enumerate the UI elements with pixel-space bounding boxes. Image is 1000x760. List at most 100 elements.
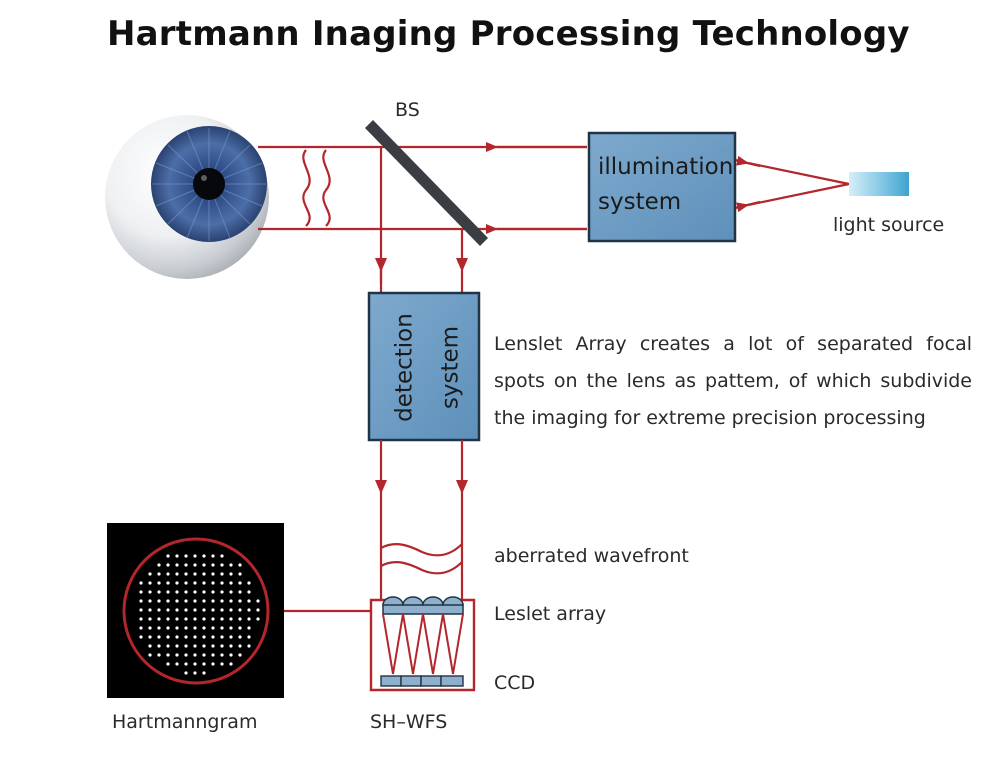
hartmanngram-dot <box>148 581 152 585</box>
hartmanngram-dot <box>175 572 179 576</box>
hartmanngram-label: Hartmanngram <box>112 711 258 733</box>
hartmanngram-dot <box>202 662 206 666</box>
hartmanngram-pattern-icon <box>107 523 284 698</box>
hartmanngram-dot <box>247 626 251 630</box>
hartmanngram-dot <box>157 626 161 630</box>
beam-splitter-icon <box>365 120 488 246</box>
hartmanngram-dot <box>202 581 206 585</box>
hartmanngram-dot <box>184 653 188 657</box>
hartmanngram-dot <box>157 599 161 603</box>
hartmanngram-dot <box>175 554 179 558</box>
hartmanngram-dot <box>139 590 143 594</box>
hartmanngram-dot <box>211 590 215 594</box>
hartmanngram-dot <box>148 635 152 639</box>
hartmanngram-dot <box>202 653 206 657</box>
detection-label-line1: detection <box>391 313 418 422</box>
hartmanngram-dot <box>184 662 188 666</box>
hartmanngram-dot <box>193 608 197 612</box>
hartmanngram-dot <box>220 608 224 612</box>
hartmanngram-dot <box>175 608 179 612</box>
hartmanngram-dot <box>220 590 224 594</box>
hartmanngram-dot <box>220 626 224 630</box>
hartmanngram-dot <box>148 617 152 621</box>
hartmanngram-dot <box>229 608 233 612</box>
hartmanngram-dot <box>238 644 242 648</box>
hartmanngram-dot <box>193 635 197 639</box>
hartmanngram-dot <box>202 590 206 594</box>
hartmanngram-dot <box>229 635 233 639</box>
hartmanngram-dot <box>211 563 215 567</box>
hartmanngram-dot <box>256 617 260 621</box>
illumination-system-box <box>587 131 737 243</box>
hartmanngram-dot <box>193 626 197 630</box>
hartmanngram-dot <box>184 671 188 675</box>
hartmanngram-dot <box>211 644 215 648</box>
hartmanngram-dot <box>211 626 215 630</box>
hartmanngram-dot <box>148 608 152 612</box>
hartmanngram-dot <box>184 581 188 585</box>
description-line1: Lenslet Array creates a lot of separated… <box>494 333 972 355</box>
hartmanngram-dot <box>238 653 242 657</box>
hartmanngram-dot <box>139 635 143 639</box>
hartmanngram-dot <box>148 653 152 657</box>
hartmanngram-dot <box>166 572 170 576</box>
hartmanngram-dot <box>247 617 251 621</box>
hartmanngram-dot <box>157 653 161 657</box>
hartmanngram-dot <box>229 626 233 630</box>
hartmanngram-dot <box>202 608 206 612</box>
down-arrows-lower <box>375 480 468 494</box>
hartmanngram-dot <box>202 635 206 639</box>
hartmanngram-dot <box>166 581 170 585</box>
aberrated-wavefront-label: aberrated wavefront <box>494 545 689 567</box>
hartmanngram-dot <box>211 572 215 576</box>
hartmanngram-dot <box>157 608 161 612</box>
hartmanngram-dot <box>175 635 179 639</box>
hartmanngram-dot <box>175 653 179 657</box>
hartmanngram-dot <box>229 572 233 576</box>
hartmanngram-dot <box>211 662 215 666</box>
hartmanngram-dot <box>193 644 197 648</box>
hartmanngram-dot <box>238 590 242 594</box>
lenslet-array-label: Leslet array <box>494 603 607 625</box>
hartmanngram-dot <box>202 644 206 648</box>
sh-wfs-label: SH–WFS <box>370 711 448 733</box>
hartmanngram-dot <box>166 617 170 621</box>
hartmanngram-dot <box>229 599 233 603</box>
hartmanngram-dot <box>238 617 242 621</box>
hartmanngram-dot <box>184 563 188 567</box>
hartmanngram-dot <box>211 554 215 558</box>
hartmanngram-dot <box>148 590 152 594</box>
hartmanngram-dot <box>211 599 215 603</box>
hartmanngram-dot <box>220 581 224 585</box>
hartmanngram-dot <box>220 563 224 567</box>
down-arrows-upper <box>375 258 468 292</box>
hartmanngram-dot <box>238 581 242 585</box>
hartmanngram-dot <box>175 581 179 585</box>
hartmanngram-dot <box>220 599 224 603</box>
illumination-beams <box>258 142 850 234</box>
hartmanngram-dot <box>193 617 197 621</box>
hartmanngram-dot <box>175 599 179 603</box>
hartmanngram-dot <box>247 608 251 612</box>
light-source-icon <box>849 172 909 196</box>
hartmanngram-dot <box>220 572 224 576</box>
illumination-system-label: illumination system <box>598 154 733 216</box>
hartmanngram-dot <box>184 590 188 594</box>
hartmanngram-dot <box>139 581 143 585</box>
hartmanngram-dot <box>157 644 161 648</box>
hartmanngram-dot <box>166 662 170 666</box>
hartmanngram-dot <box>247 599 251 603</box>
hartmanngram-dot <box>193 590 197 594</box>
hartmanngram-dot <box>193 653 197 657</box>
eye-icon <box>105 115 269 279</box>
page-title: Hartmann Inaging Processing Technology <box>107 14 910 54</box>
sh-wfs-sensor <box>283 596 476 692</box>
hartmanngram-dot <box>247 590 251 594</box>
hartmanngram-dot <box>256 599 260 603</box>
hartmanngram-dot <box>229 563 233 567</box>
hartmanngram-dot <box>229 581 233 585</box>
hartmanngram-dot <box>220 644 224 648</box>
hartmanngram-dot <box>220 617 224 621</box>
hartmanngram-dot <box>220 662 224 666</box>
hartmanngram-dot <box>193 554 197 558</box>
